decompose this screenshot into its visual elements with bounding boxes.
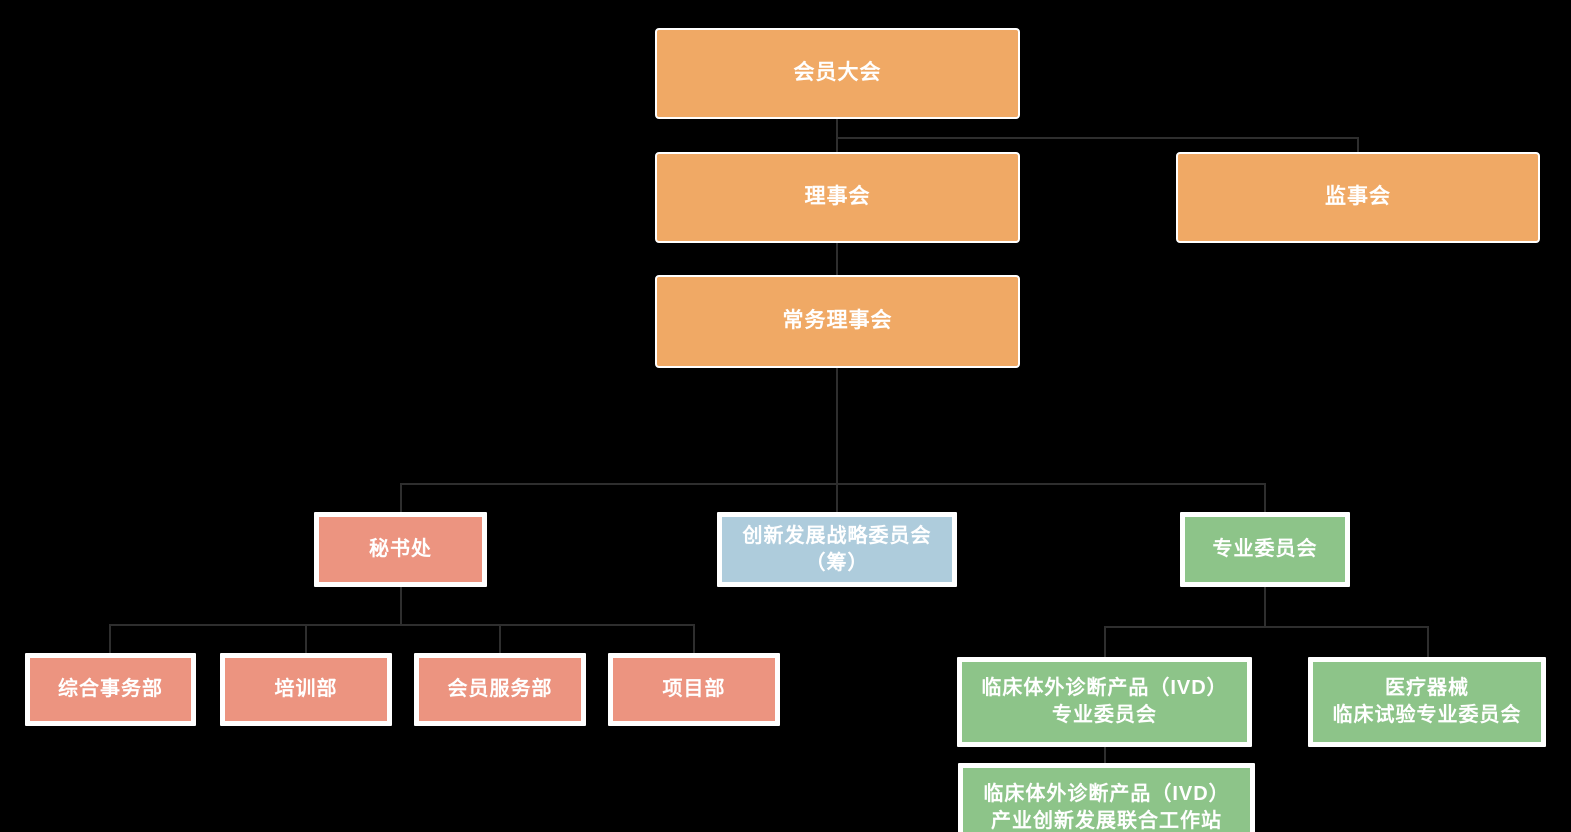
connector-line bbox=[305, 624, 307, 655]
org-node-ivd-joint-workstation: 临床体外诊断产品（IVD） 产业创新发展联合工作站 bbox=[958, 763, 1255, 832]
connector-line bbox=[693, 624, 695, 655]
connector-line bbox=[400, 483, 402, 514]
org-node-label: 会员大会 bbox=[793, 61, 882, 85]
connector-line bbox=[400, 587, 402, 626]
org-node-board-of-directors: 理事会 bbox=[655, 152, 1020, 243]
connector-line bbox=[109, 624, 111, 655]
connector-line bbox=[836, 483, 838, 514]
org-node-members-assembly: 会员大会 bbox=[655, 28, 1020, 119]
org-node-member-services-dept: 会员服务部 bbox=[414, 653, 586, 726]
connector-line bbox=[1264, 587, 1266, 628]
connector-line bbox=[400, 483, 1266, 485]
org-node-secretariat: 秘书处 bbox=[314, 512, 487, 587]
org-node-professional-committees: 专业委员会 bbox=[1180, 512, 1350, 587]
org-node-project-dept: 项目部 bbox=[608, 653, 780, 726]
connector-line bbox=[499, 624, 501, 655]
org-node-training-dept: 培训部 bbox=[220, 653, 392, 726]
connector-line bbox=[1104, 747, 1106, 763]
org-node-label: 监事会 bbox=[1325, 185, 1391, 209]
org-node-standing-council: 常务理事会 bbox=[655, 275, 1020, 368]
connector-line bbox=[1264, 483, 1266, 514]
connector-line bbox=[109, 624, 695, 626]
org-node-label: 会员服务部 bbox=[447, 678, 553, 700]
org-node-label: 医疗器械 临床试验专业委员会 bbox=[1332, 677, 1522, 726]
connector-line bbox=[1104, 626, 1106, 659]
org-node-label: 综合事务部 bbox=[58, 678, 163, 700]
org-node-label: 临床体外诊断产品（IVD） 专业委员会 bbox=[981, 677, 1228, 726]
org-node-label: 秘书处 bbox=[369, 538, 432, 560]
org-node-medical-device-trial-committee: 医疗器械 临床试验专业委员会 bbox=[1308, 657, 1546, 747]
connector-line bbox=[836, 243, 838, 276]
org-node-ivd-professional-committee: 临床体外诊断产品（IVD） 专业委员会 bbox=[957, 657, 1252, 747]
org-node-label: 临床体外诊断产品（IVD） 产业创新发展联合工作站 bbox=[983, 783, 1230, 832]
org-node-label: 理事会 bbox=[804, 185, 871, 209]
org-node-general-affairs-dept: 综合事务部 bbox=[25, 653, 196, 726]
connector-line bbox=[1427, 626, 1429, 659]
connector-line bbox=[836, 137, 1359, 139]
connector-line bbox=[1357, 137, 1359, 153]
connector-line bbox=[1104, 626, 1429, 628]
connector-line bbox=[836, 368, 838, 484]
org-node-label: 创新发展战略委员会 （筹） bbox=[742, 524, 932, 574]
org-node-label: 常务理事会 bbox=[782, 309, 893, 333]
org-node-label: 专业委员会 bbox=[1212, 538, 1318, 560]
org-node-supervisory-board: 监事会 bbox=[1176, 152, 1540, 243]
org-node-label: 培训部 bbox=[274, 678, 338, 700]
org-node-label: 项目部 bbox=[662, 678, 726, 700]
connector-line bbox=[836, 119, 838, 153]
org-node-innovation-strategy-committee: 创新发展战略委员会 （筹） bbox=[717, 512, 957, 587]
